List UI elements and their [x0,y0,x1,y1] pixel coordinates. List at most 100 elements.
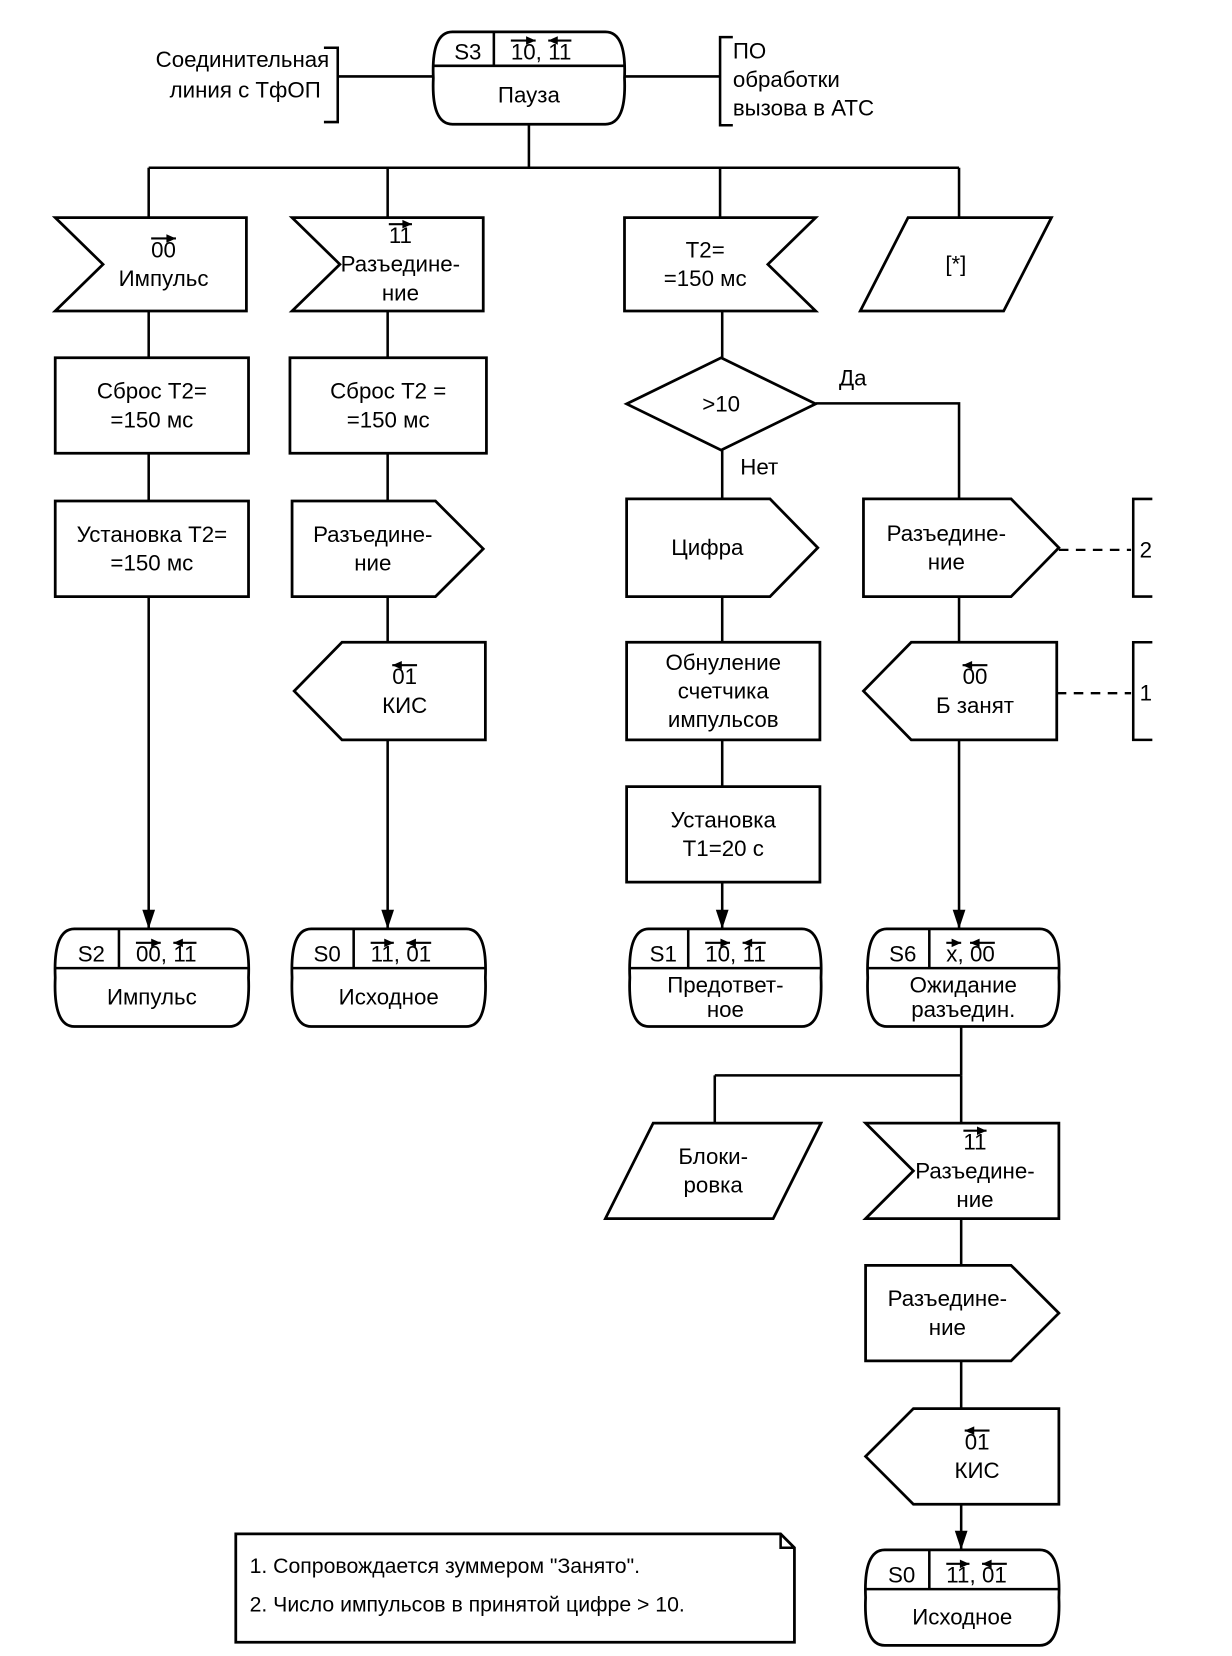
block-text: Разъедине- [313,522,432,547]
signal-name: 01 [982,1563,1007,1588]
note-fold [779,1533,795,1549]
block-outline [290,499,486,598]
arrow-right-icon [384,938,394,948]
state-name: Предответ- [667,973,783,998]
signal-name: 11 [743,942,766,967]
task-set-t2: Установка Т2==150 мс [53,499,250,598]
block-text: ние [956,1187,993,1212]
state-outline [866,927,1061,1028]
signal-name: 11 [371,942,394,967]
block-blocking: Блоки-ровка [603,1121,824,1221]
block-outline [858,216,1054,313]
signal-name: 10 [705,942,730,967]
state-id: S2 [78,942,105,967]
block-text: Цифра [671,535,744,560]
block-outline [288,356,488,455]
signal-name: 00 [151,237,176,262]
state-id: S6 [889,942,916,967]
signal-name: 11 [963,1130,986,1155]
block-text: Обнуление [665,650,781,675]
arrow-left-icon [173,938,183,948]
state-outline [53,927,251,1028]
env-left-line: линия с ТфОП [170,78,321,103]
arrowhead-icon [954,1530,968,1550]
ref-number: 1 [1140,681,1152,706]
environment-left: Соединительная линия с ТфОП [156,46,340,124]
arrow-right-icon [951,938,962,948]
arrow-right-icon [526,36,536,45]
state-id: S1 [650,942,677,967]
block-text: Сброс Т2= [97,379,207,404]
block-outline [864,1263,1061,1363]
block-text: счетчика [678,678,770,703]
state-id: S0 [888,1563,915,1588]
block-text: Разъедине- [915,1158,1034,1183]
block-outline [861,640,1059,742]
block-outline [623,356,819,452]
block-text: Блоки- [678,1144,748,1169]
signal-name: 10 [511,39,536,64]
block-text: импульсов [668,707,779,732]
block-outline [625,785,822,884]
signal-separator: , [536,39,542,64]
state-outline [628,927,823,1028]
task-reset-t2: Сброс Т2 ==150 мс [288,356,488,455]
block-text: T2= [686,237,725,262]
arrow-left-icon [982,1559,992,1569]
signal-separator: , [730,942,736,967]
flow-line [815,402,961,499]
branch-no-label: Нет [740,455,778,480]
env-right-line: ПО [733,38,766,63]
arrow-left-icon [962,660,973,670]
block-text: =150 мс [110,551,193,576]
block-text: ровка [684,1173,744,1198]
ref-number: 2 [1140,537,1152,562]
block-outline [862,1121,1061,1221]
signal-name: 01 [392,664,417,689]
state-name: Импульс [107,985,197,1010]
block-outline [288,216,485,313]
arrow-right-icon [151,938,161,948]
branch-yes-label: Да [839,365,867,390]
reference-2: 2 [1131,497,1153,598]
block-text: ние [354,551,391,576]
block-text: ние [382,280,419,305]
state-id: S0 [313,942,340,967]
state-outline [431,30,627,126]
state-name: Исходное [339,985,439,1010]
note-line: 1. Сопровождается зуммером "Занято". [250,1555,640,1578]
reference-1: 1 [1131,640,1153,742]
block-text: Разъедине- [888,1286,1007,1311]
block-text: Импульс [119,266,209,291]
environment-right: ПО обработки вызова в АТС [718,35,874,127]
state-outline [864,1548,1061,1647]
block-outline [53,499,250,598]
block-text: КИС [382,693,427,718]
signal-name: 11 [548,39,571,64]
signal-separator: , [969,1563,975,1588]
output-signal-busy: 00Б занят [861,640,1059,742]
block-outline [53,356,250,455]
signal-name: 00 [970,942,995,967]
block-outline [625,497,820,598]
arrow-left-icon [406,938,416,948]
signal-separator: , [394,942,400,967]
notes-box: 1. Сопровождается зуммером "Занято". 2. … [234,1532,796,1644]
output-signal-disconnect: Разъедине-ние [862,497,1061,598]
arrow-left-icon [742,938,753,948]
connectors [142,75,1132,1550]
block-text: [*] [945,252,966,277]
block-text: Разъедине- [341,252,460,277]
block-text: КИС [955,1458,1000,1483]
ref-bracket [1131,497,1153,598]
block-text: =150 мс [110,407,193,432]
timer-input-t2: T2==150 мс [623,216,820,313]
